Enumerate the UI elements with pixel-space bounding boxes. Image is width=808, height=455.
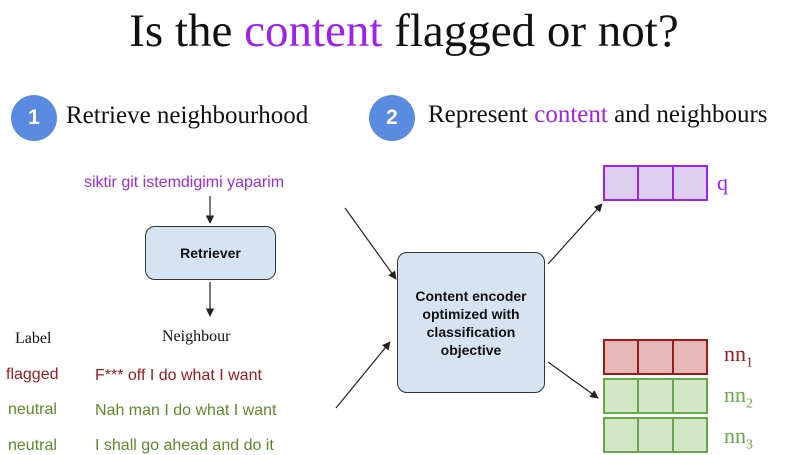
title-text-end: flagged or not? xyxy=(382,5,679,57)
step-1-badge: 1 xyxy=(11,95,57,141)
neighbour-1-vector-name: nn xyxy=(724,341,746,366)
neighbour-1-vector-subscript: 1 xyxy=(746,355,753,371)
step-2-badge: 2 xyxy=(369,95,415,141)
row-2-label: neutral xyxy=(8,401,57,418)
step-1-label: Retrieve neighbourhood xyxy=(66,102,309,129)
encoder-to-neighbour-vectors-arrow xyxy=(547,361,599,399)
step-2-label-end: and neighbours xyxy=(607,101,768,128)
row-1-label: flagged xyxy=(6,366,59,383)
retriever-label: Retriever xyxy=(180,245,241,261)
row-3-label: neutral xyxy=(8,437,57,454)
vector-cell xyxy=(639,419,674,451)
label-column-header: Label xyxy=(15,330,52,347)
title-highlight: content xyxy=(244,5,383,57)
neighbours-to-encoder-arrow xyxy=(335,341,391,409)
neighbour-2-vector xyxy=(603,378,708,414)
step-2-label-highlight: content xyxy=(534,101,608,128)
query-to-encoder-arrow xyxy=(344,207,397,280)
neighbour-1-vector xyxy=(603,339,708,375)
vector-cell xyxy=(605,341,640,373)
vector-cell xyxy=(605,419,640,451)
query-text: siktir git istemdigimi yaparim xyxy=(84,174,285,191)
query-vector xyxy=(603,165,708,201)
encoder-to-query-vector-arrow xyxy=(547,203,603,265)
neighbour-2-vector-label: nn2 xyxy=(724,382,753,412)
vector-cell xyxy=(605,380,640,412)
step-2-number: 2 xyxy=(386,106,398,129)
row-2-neighbour: Nah man I do what I want xyxy=(95,402,277,419)
page-title: Is the content flagged or not? xyxy=(0,4,808,58)
title-text-start: Is the xyxy=(129,5,245,57)
neighbour-1-vector-label: nn1 xyxy=(724,341,753,371)
step-2-label-start: Represent xyxy=(428,101,535,128)
neighbour-3-vector-label: nn3 xyxy=(724,423,753,453)
neighbour-column-header: Neighbour xyxy=(162,328,231,345)
neighbour-3-vector xyxy=(603,417,708,453)
neighbour-3-vector-subscript: 3 xyxy=(746,437,753,453)
step-1-number: 1 xyxy=(28,106,40,129)
content-encoder-node: Content encoder optimized with classific… xyxy=(397,252,545,393)
retriever-node: Retriever xyxy=(145,226,276,280)
neighbour-2-vector-subscript: 2 xyxy=(746,396,753,412)
step-2-label: Represent content and neighbours xyxy=(428,101,768,129)
neighbour-3-vector-name: nn xyxy=(724,423,746,448)
vector-cell xyxy=(639,341,674,373)
neighbour-2-vector-name: nn xyxy=(724,382,746,407)
row-1-neighbour: F*** off I do what I want xyxy=(95,367,262,384)
query-vector-name: q xyxy=(717,170,728,195)
content-encoder-label: Content encoder optimized with classific… xyxy=(415,287,527,358)
vector-cell xyxy=(639,380,674,412)
row-3-neighbour: I shall go ahead and do it xyxy=(95,437,274,454)
vector-cell xyxy=(605,167,640,199)
vector-cell xyxy=(639,167,674,199)
query-vector-label: q xyxy=(717,170,728,196)
